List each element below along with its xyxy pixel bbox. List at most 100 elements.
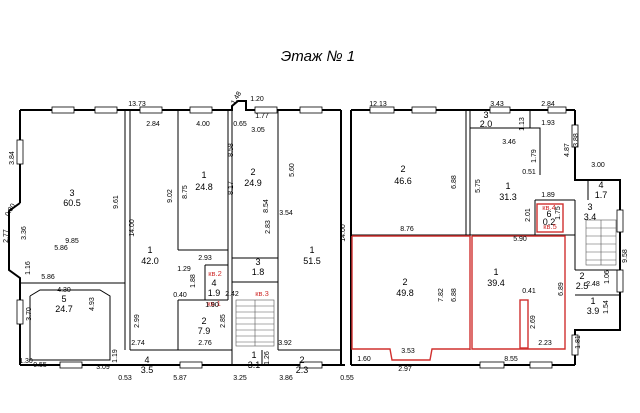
dimension-label: 0.55 bbox=[340, 375, 354, 382]
dimension-label: 0.55 bbox=[33, 362, 47, 369]
interior-walls-left bbox=[20, 110, 341, 365]
dimension-label: 4.93 bbox=[89, 297, 96, 311]
dimension-label: 6.89 bbox=[558, 282, 565, 296]
dimension-label: 8.55 bbox=[504, 356, 518, 363]
windows bbox=[16, 106, 624, 369]
dimension-label: 1.89 bbox=[541, 192, 555, 199]
room-area: 31.3 bbox=[499, 192, 517, 202]
dimension-label: 6.88 bbox=[451, 288, 458, 302]
room-area: 39.4 bbox=[487, 278, 505, 288]
dimension-label: 5.75 bbox=[475, 179, 482, 193]
dimension-label: 2.99 bbox=[134, 314, 141, 328]
dimension-label: 1.13 bbox=[519, 117, 526, 131]
room-number: 4 bbox=[598, 180, 603, 190]
room-number: 1 bbox=[590, 296, 595, 306]
dimension-label: 12.13 bbox=[369, 101, 387, 108]
dimension-label: 8.76 bbox=[400, 226, 414, 233]
dimension-label: 5.90 bbox=[513, 236, 527, 243]
room-number: 2 bbox=[579, 271, 584, 281]
room-area: 3.4 bbox=[584, 212, 597, 222]
dimension-label: 3.84 bbox=[9, 151, 16, 165]
room-number: 2 bbox=[400, 164, 405, 174]
dimension-label: 3.70 bbox=[26, 307, 33, 321]
dimension-label: 1.93 bbox=[541, 120, 555, 127]
dimension-label: 2.42 bbox=[225, 291, 239, 298]
dimension-label: 2.48 bbox=[586, 281, 600, 288]
dimension-label: 1.90 bbox=[205, 302, 219, 309]
apartment-label: кв.4 bbox=[542, 203, 556, 212]
dimension-label: 1.06 bbox=[604, 270, 611, 284]
dimension-label: 3.88 bbox=[573, 133, 580, 147]
room-number: 1 bbox=[493, 267, 498, 277]
room-number: 3 bbox=[255, 257, 260, 267]
room-area: 2.3 bbox=[296, 365, 309, 375]
dimension-label: 8.75 bbox=[182, 185, 189, 199]
dimension-label: 1.30 bbox=[19, 358, 33, 365]
dimension-label: 2.83 bbox=[265, 220, 272, 234]
dimension-label: 1.48 bbox=[230, 91, 243, 106]
dimension-label: 0.41 bbox=[522, 288, 536, 295]
apartment-label: кв.1 bbox=[207, 299, 221, 308]
dimension-label: 4.87 bbox=[564, 143, 571, 157]
room-number: 3 bbox=[69, 188, 74, 198]
dimension-label: 0.53 bbox=[118, 375, 132, 382]
dimension-label: 1.60 bbox=[357, 356, 371, 363]
dimension-label: 2.74 bbox=[131, 340, 145, 347]
apartment-label: кв.2 bbox=[208, 269, 222, 278]
dimension-label: 1.20 bbox=[250, 96, 264, 103]
room-area: 2.5 bbox=[576, 281, 589, 291]
dimension-label: 3.25 bbox=[233, 375, 247, 382]
dimension-label: 9.58 bbox=[622, 249, 629, 263]
apartment-label: кв.5 bbox=[543, 222, 557, 231]
room-number: 1 bbox=[309, 245, 314, 255]
room-area: 1.8 bbox=[252, 267, 265, 277]
room-number: 1 bbox=[251, 350, 256, 360]
dimension-label: 1.16 bbox=[25, 261, 32, 275]
room-number: 4 bbox=[211, 278, 216, 288]
dimension-label: 0.65 bbox=[233, 121, 247, 128]
dimension-label: 2.97 bbox=[398, 366, 412, 373]
room-area: 24.8 bbox=[195, 182, 213, 192]
room-area: 3.9 bbox=[587, 306, 600, 316]
dimension-label: 2.85 bbox=[220, 314, 227, 328]
room-number: 6 bbox=[546, 209, 551, 219]
room-area: 3.1 bbox=[248, 360, 261, 370]
dimension-label: 6.88 bbox=[451, 175, 458, 189]
dimension-label: 9.02 bbox=[167, 189, 174, 203]
dimension-label: 13.73 bbox=[128, 101, 146, 108]
room-area: 46.6 bbox=[394, 176, 412, 186]
dimension-label: 5.86 bbox=[54, 245, 68, 252]
dimension-label: 0.40 bbox=[173, 292, 187, 299]
room-number: 4 bbox=[144, 355, 149, 365]
dimension-label: 2.93 bbox=[198, 255, 212, 262]
dimension-label: 3.46 bbox=[502, 139, 516, 146]
dimension-label: 9.85 bbox=[65, 238, 79, 245]
dimension-label: 5.87 bbox=[173, 375, 187, 382]
room-area: 49.8 bbox=[396, 288, 414, 298]
dimension-label: 0.80 bbox=[4, 203, 17, 218]
dimension-label: 2.69 bbox=[530, 315, 537, 329]
dimension-label: 4.00 bbox=[196, 121, 210, 128]
room-area: 51.5 bbox=[303, 256, 321, 266]
dimension-label: 1.77 bbox=[255, 113, 269, 120]
dimension-label: 3.53 bbox=[401, 348, 415, 355]
room-number: 2 bbox=[201, 316, 206, 326]
dimension-label: 8.54 bbox=[263, 199, 270, 213]
dimension-label: 2.76 bbox=[198, 340, 212, 347]
dimension-label: 2.84 bbox=[541, 101, 555, 108]
room-number: 5 bbox=[61, 294, 66, 304]
interior-walls-right bbox=[351, 110, 620, 350]
room-area: 60.5 bbox=[63, 198, 81, 208]
room-area: 24.9 bbox=[244, 178, 262, 188]
room-area: 3.5 bbox=[141, 365, 154, 375]
dimension-label: 2.23 bbox=[538, 340, 552, 347]
dimension-label: 1.79 bbox=[531, 149, 538, 163]
dimension-label: 1.26 bbox=[264, 351, 271, 365]
dimension-label: 8.58 bbox=[228, 143, 235, 157]
dimension-label: 3.86 bbox=[279, 375, 293, 382]
dimension-label: 2.77 bbox=[3, 229, 10, 243]
dimension-label: 2.01 bbox=[525, 208, 532, 222]
dimension-label: 4.30 bbox=[57, 287, 71, 294]
